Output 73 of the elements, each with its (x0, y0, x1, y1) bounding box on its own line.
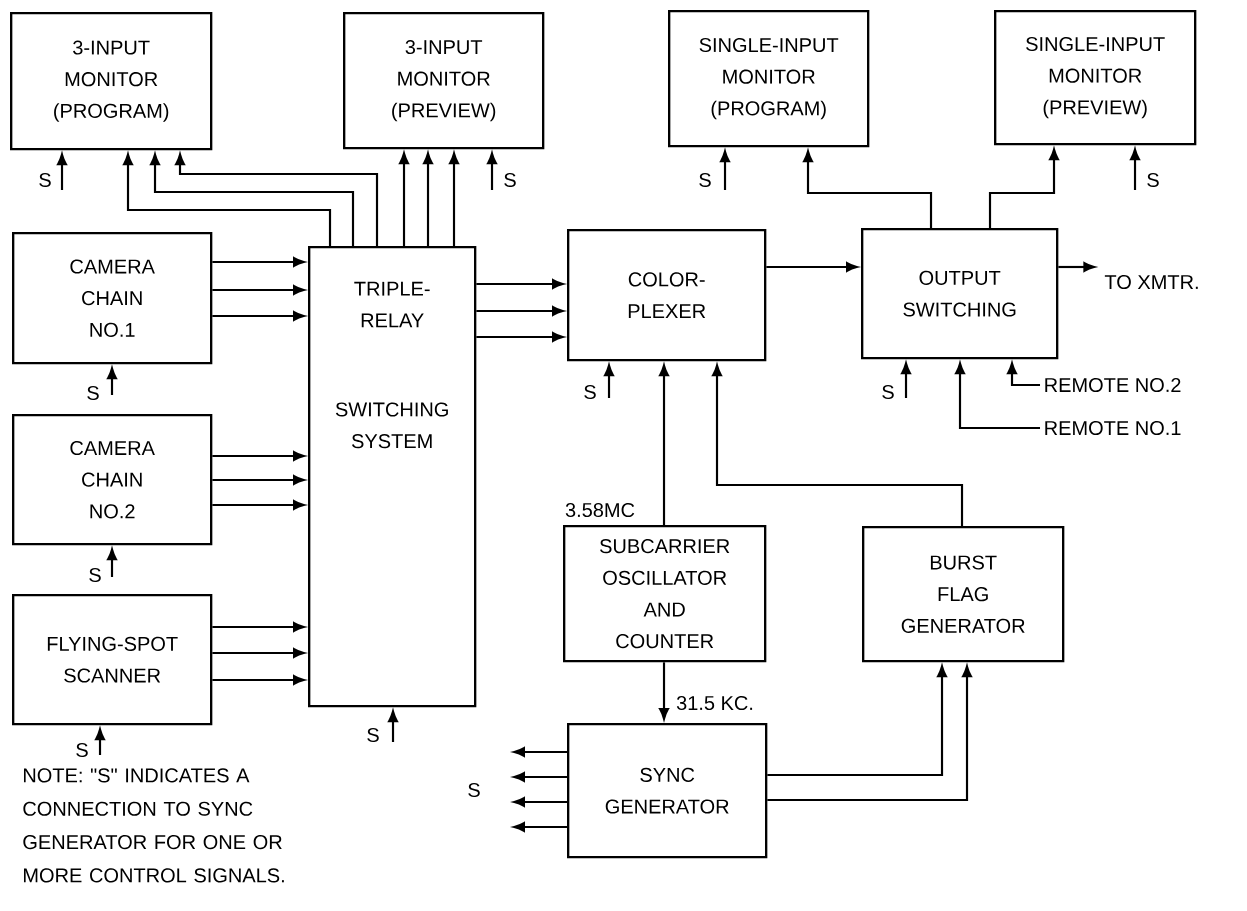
arrow (604, 364, 614, 398)
arrow (107, 548, 117, 577)
arrow (901, 362, 911, 398)
arrow (212, 622, 305, 632)
arrow (212, 311, 305, 321)
process-box: OUTPUT SWITCHING (861, 228, 1059, 360)
edge-label: S (501, 171, 519, 189)
note-text: NOTE: "S" INDICATES A CONNECTION TO SYNC GENERATOR FOR ONE OR MORE CONTROL SIGNALS. (23, 768, 284, 883)
text-label: REMOTE NO.1 (1045, 420, 1181, 436)
arrow (720, 150, 730, 190)
edge-label: 3.58MC (563, 501, 637, 519)
arrow (476, 306, 564, 316)
edge-label: S (696, 171, 714, 189)
arrow (57, 153, 67, 190)
process-box: SYNC GENERATOR (567, 723, 768, 859)
arrow (175, 153, 379, 246)
arrow (123, 153, 332, 246)
arrow (659, 364, 669, 525)
signal-label: S (468, 782, 480, 798)
arrow (212, 475, 305, 485)
process-box: BURST FLAG GENERATOR (862, 526, 1065, 663)
arrow (476, 279, 564, 289)
arrow (712, 364, 964, 526)
arrow (513, 822, 567, 832)
edge-label: S (84, 384, 102, 402)
arrow (399, 152, 409, 246)
arrow (955, 362, 1040, 430)
arrow (150, 153, 355, 246)
arrow (212, 648, 305, 658)
arrow (988, 148, 1059, 228)
arrow (212, 675, 305, 685)
process-box: FLYING-SPOT SCANNER (12, 594, 213, 726)
arrow (95, 728, 105, 755)
edge-label: S (36, 171, 54, 189)
arrow (513, 747, 567, 757)
process-box: TRIPLE-RELAY SWITCHING SYSTEM (308, 246, 477, 708)
arrow (659, 662, 669, 720)
arrow (212, 285, 305, 295)
process-box: SINGLE-INPUT MONITOR (PROGRAM) (668, 10, 870, 148)
process-box: CAMERA CHAIN NO.1 (12, 232, 213, 365)
arrow (487, 152, 497, 190)
process-box: SUBCARRIER OSCILLATOR AND COUNTER (563, 525, 767, 663)
arrow (212, 451, 305, 461)
arrow (513, 797, 567, 807)
edge-label: S (1144, 171, 1162, 189)
arrow (1007, 362, 1040, 387)
arrow (449, 152, 459, 246)
arrow (1130, 148, 1140, 190)
process-box: COLOR-PLEXER (567, 229, 767, 362)
arrow (513, 772, 567, 782)
edge-label: S (879, 383, 897, 401)
edge-label: S (73, 741, 91, 759)
arrow (476, 332, 564, 342)
edge-label: S (581, 383, 599, 401)
arrow (107, 367, 117, 395)
arrow (1058, 262, 1096, 272)
edge-label: 31.5 KC. (674, 694, 756, 712)
process-box: 3-INPUT MONITOR (PROGRAM) (10, 12, 213, 151)
process-box: CAMERA CHAIN NO.2 (12, 414, 213, 546)
edge-label: S (364, 726, 382, 744)
arrow (767, 665, 947, 777)
arrow (766, 262, 858, 272)
text-label: REMOTE NO.2 (1045, 377, 1181, 393)
arrow (767, 665, 972, 802)
arrow (803, 150, 933, 228)
arrow (423, 152, 433, 246)
edge-label: S (86, 566, 104, 584)
arrow (388, 710, 398, 742)
process-box: 3-INPUT MONITOR (PREVIEW) (343, 12, 545, 150)
arrow (212, 257, 305, 267)
process-box: SINGLE-INPUT MONITOR (PREVIEW) (994, 10, 1197, 146)
arrow (212, 500, 305, 510)
text-label: TO XMTR. (1104, 274, 1198, 290)
